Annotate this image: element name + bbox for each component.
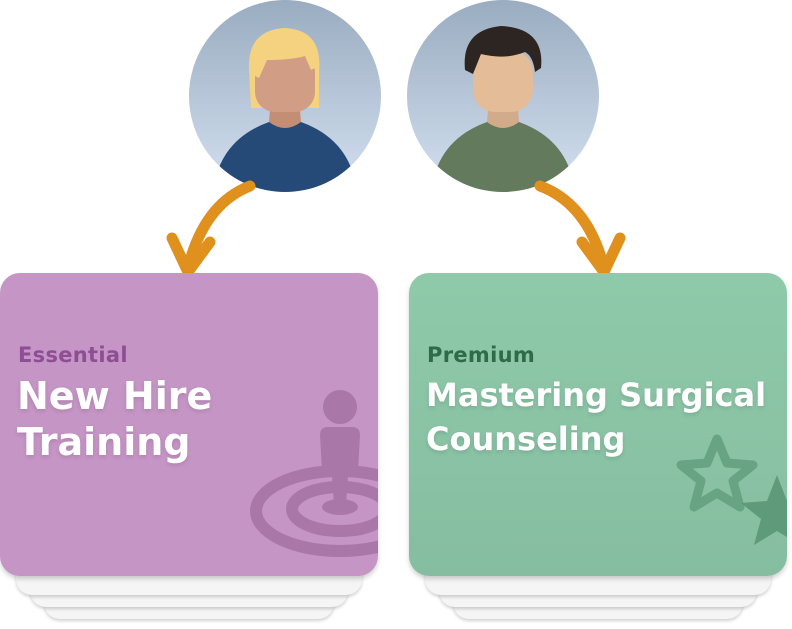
course-tier-label: Premium (427, 343, 536, 367)
stars-icon (669, 431, 787, 576)
avatar-woman (189, 0, 381, 192)
avatar-man (407, 0, 599, 192)
course-card-essential[interactable]: Essential New Hire Training (0, 273, 378, 576)
course-tier-label: Essential (18, 343, 128, 367)
woman-avatar-icon (189, 0, 381, 192)
target-person-icon (250, 383, 378, 563)
man-avatar-icon (407, 0, 599, 192)
course-title: Mastering Surgical Counseling (426, 376, 767, 458)
course-card-premium[interactable]: Premium Mastering Surgical Counseling (409, 273, 787, 576)
course-title: New Hire Training (17, 374, 213, 464)
arrow-to-essential (166, 180, 266, 280)
arrow-to-premium (528, 180, 628, 280)
